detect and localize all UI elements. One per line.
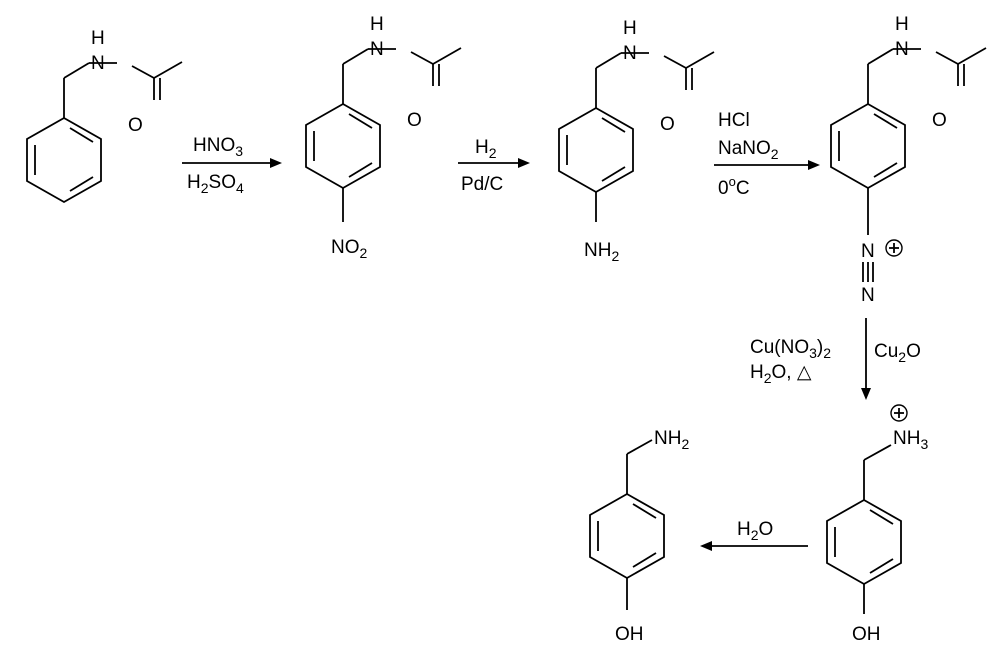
- positive-charge-icon: [890, 404, 908, 422]
- reagent-hcl: HCl: [718, 110, 750, 131]
- reagent-nano2: NaNO2: [718, 138, 779, 162]
- arrow-reduction: H2 Pd/C: [458, 137, 530, 195]
- atom-n: N: [370, 39, 384, 60]
- amino-group: NH2: [654, 428, 689, 452]
- amino-group: NH2: [584, 240, 619, 264]
- reagent-h2so4: H2SO4: [187, 172, 244, 196]
- arrow-nitration: HNO3 H2SO4: [182, 135, 282, 196]
- molecule-nitro-acetamide: N H O NO2: [305, 14, 462, 261]
- arrow-deprotonation: H2O: [700, 519, 808, 551]
- atom-h: H: [895, 14, 909, 35]
- atom-h: H: [623, 18, 637, 39]
- heat-triangle-icon: △: [797, 362, 812, 383]
- molecule-n-benzylacetamide: N H O: [26, 28, 183, 203]
- atom-n: N: [623, 43, 637, 64]
- hydroxyl-group: OH: [615, 624, 644, 645]
- reagent-copper-nitrate: Cu(NO3)2: [750, 337, 831, 361]
- nitro-group: NO2: [331, 237, 368, 261]
- atom-o: O: [407, 110, 422, 131]
- arrow-hydroxylation: Cu(NO3)2 H2O, △ Cu2O: [750, 318, 921, 400]
- reagent-h2: H2: [475, 137, 497, 161]
- reagent-water-heat: H2O, △: [750, 362, 812, 386]
- diazonium-n-terminal: N: [861, 285, 875, 306]
- reagent-pdc: Pd/C: [461, 174, 503, 195]
- atom-h: H: [91, 28, 105, 49]
- atom-n: N: [91, 53, 105, 74]
- reagent-temperature: 0oC: [718, 174, 750, 199]
- molecule-hydroxybenzylamine: NH2 OH: [589, 428, 689, 645]
- ammonium-group: NH3: [893, 428, 928, 452]
- atom-o: O: [660, 114, 675, 135]
- hydroxyl-group: OH: [852, 624, 881, 645]
- molecule-diazonium-salt: N H O N N: [830, 14, 987, 306]
- atom-o: O: [932, 110, 947, 131]
- atom-n: N: [895, 39, 909, 60]
- molecule-amino-acetamide: N H O NH2: [558, 18, 715, 264]
- atom-h: H: [370, 14, 384, 35]
- diazonium-n-plus: N: [861, 241, 875, 262]
- atom-o: O: [128, 115, 143, 136]
- molecule-ammonium-phenol: NH3 OH: [826, 404, 928, 645]
- reagent-water: H2O: [737, 519, 773, 543]
- reagent-hno3: HNO3: [193, 135, 243, 159]
- positive-charge-icon: [885, 239, 903, 257]
- reagent-copper-oxide: Cu2O: [874, 341, 921, 365]
- arrow-diazotization: HCl NaNO2 0oC: [714, 110, 820, 199]
